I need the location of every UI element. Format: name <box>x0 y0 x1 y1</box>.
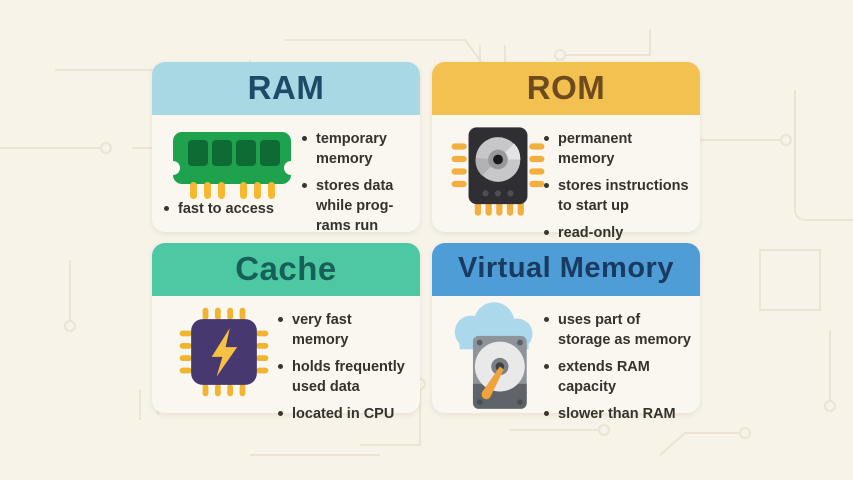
cloud-harddrive-icon <box>448 299 544 418</box>
ram-caption: fast to access <box>164 199 274 219</box>
panel-cache-title: Cache <box>235 250 337 287</box>
bullet-item: stores data while prog- rams run <box>302 176 393 236</box>
rom-chip-icon <box>448 124 548 225</box>
bullet-item: permanent memory <box>544 129 689 169</box>
panel-virtual-memory: Virtual Memory <box>432 243 700 422</box>
ram-stick-icon <box>166 130 298 205</box>
panel-ram-body: fast to access temporary memory stores d… <box>152 115 420 234</box>
bullet-dot <box>544 317 549 322</box>
panel-cache-header: Cache <box>152 243 420 296</box>
bullet-item: stores instructions to start up <box>544 176 689 216</box>
cache-bullet-list: very fast memory holds frequently used d… <box>278 310 405 431</box>
bullet-item: located in CPU <box>278 404 405 424</box>
bullet-item: read-only <box>544 223 689 243</box>
bullet-dot <box>544 364 549 369</box>
panel-rom-body: permanent memory stores instructions to … <box>432 115 700 241</box>
bullet-dot <box>302 183 307 188</box>
bullet-dot <box>164 206 169 211</box>
bullet-dot <box>278 317 283 322</box>
panel-rom-header: ROM <box>432 62 700 115</box>
bullet-item: very fast memory <box>278 310 405 350</box>
bullet-dot <box>544 230 549 235</box>
panel-cache: Cache <box>152 243 420 422</box>
cache-chip-icon <box>178 304 270 405</box>
panel-virtual-memory-body: uses part of storage as memory extends R… <box>432 296 700 422</box>
bullet-item: temporary memory <box>302 129 393 169</box>
bullet-dot <box>278 364 283 369</box>
panel-rom: ROM <box>432 62 700 241</box>
panel-virtual-memory-title: Virtual Memory <box>458 252 674 284</box>
panel-ram-title: RAM <box>247 69 325 106</box>
ram-caption-text: fast to access <box>178 201 274 217</box>
bullet-dot <box>544 411 549 416</box>
rom-bullet-list: permanent memory stores instructions to … <box>544 129 689 250</box>
panel-ram: RAM <box>152 62 420 234</box>
panel-cache-body: very fast memory holds frequently used d… <box>152 296 420 422</box>
bullet-item: uses part of storage as memory <box>544 310 691 350</box>
panel-rom-title: ROM <box>526 69 606 106</box>
virtual-memory-bullet-list: uses part of storage as memory extends R… <box>544 310 691 431</box>
bullet-item: extends RAM capacity <box>544 357 691 397</box>
panel-virtual-memory-header: Virtual Memory <box>432 243 700 296</box>
bullet-item: slower than RAM <box>544 404 691 424</box>
ram-bullet-list: temporary memory stores data while prog-… <box>302 129 393 243</box>
panel-ram-header: RAM <box>152 62 420 115</box>
bullet-dot <box>544 183 549 188</box>
bullet-dot <box>278 411 283 416</box>
bullet-dot <box>544 136 549 141</box>
bullet-item: holds frequently used data <box>278 357 405 397</box>
bullet-dot <box>302 136 307 141</box>
